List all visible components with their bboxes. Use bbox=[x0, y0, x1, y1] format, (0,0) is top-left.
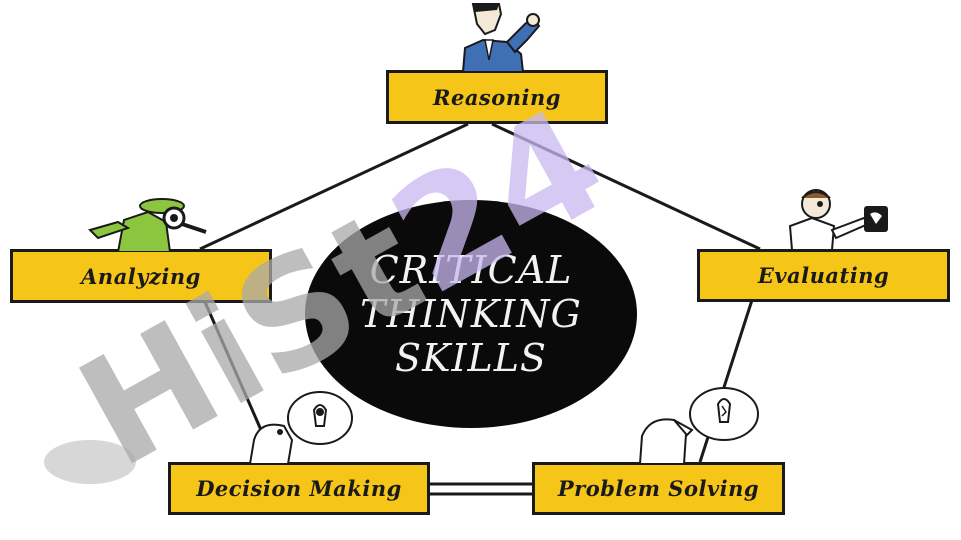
reasoning-label: Reasoning bbox=[433, 84, 561, 110]
analyzing-label: Analyzing bbox=[81, 263, 201, 289]
center-line-3: SKILLS bbox=[395, 336, 547, 380]
analyzing-box: Analyzing bbox=[10, 249, 272, 303]
line-reasoning-analyzing bbox=[199, 122, 469, 251]
reasoning-box: Reasoning bbox=[386, 70, 608, 124]
lightbulb-thought-icon bbox=[248, 391, 353, 464]
problem-solving-box: Problem Solving bbox=[532, 462, 785, 515]
problem-solving-label: Problem Solving bbox=[557, 476, 760, 501]
problem-solver-lightbulb-icon bbox=[638, 387, 759, 464]
center-title-circle: CRITICAL THINKING SKILLS bbox=[305, 200, 637, 428]
thinking-man-icon bbox=[461, 3, 541, 72]
evaluating-label: Evaluating bbox=[757, 263, 890, 288]
detective-magnifier-icon bbox=[88, 198, 207, 252]
center-line-1: CRITICAL bbox=[369, 248, 573, 292]
evaluating-box: Evaluating bbox=[697, 249, 950, 302]
scientist-icon bbox=[788, 189, 888, 250]
decision-making-label: Decision Making bbox=[196, 476, 402, 501]
center-line-2: THINKING bbox=[360, 292, 582, 336]
line-reasoning-evaluating bbox=[491, 122, 761, 251]
decision-making-box: Decision Making bbox=[168, 462, 430, 515]
